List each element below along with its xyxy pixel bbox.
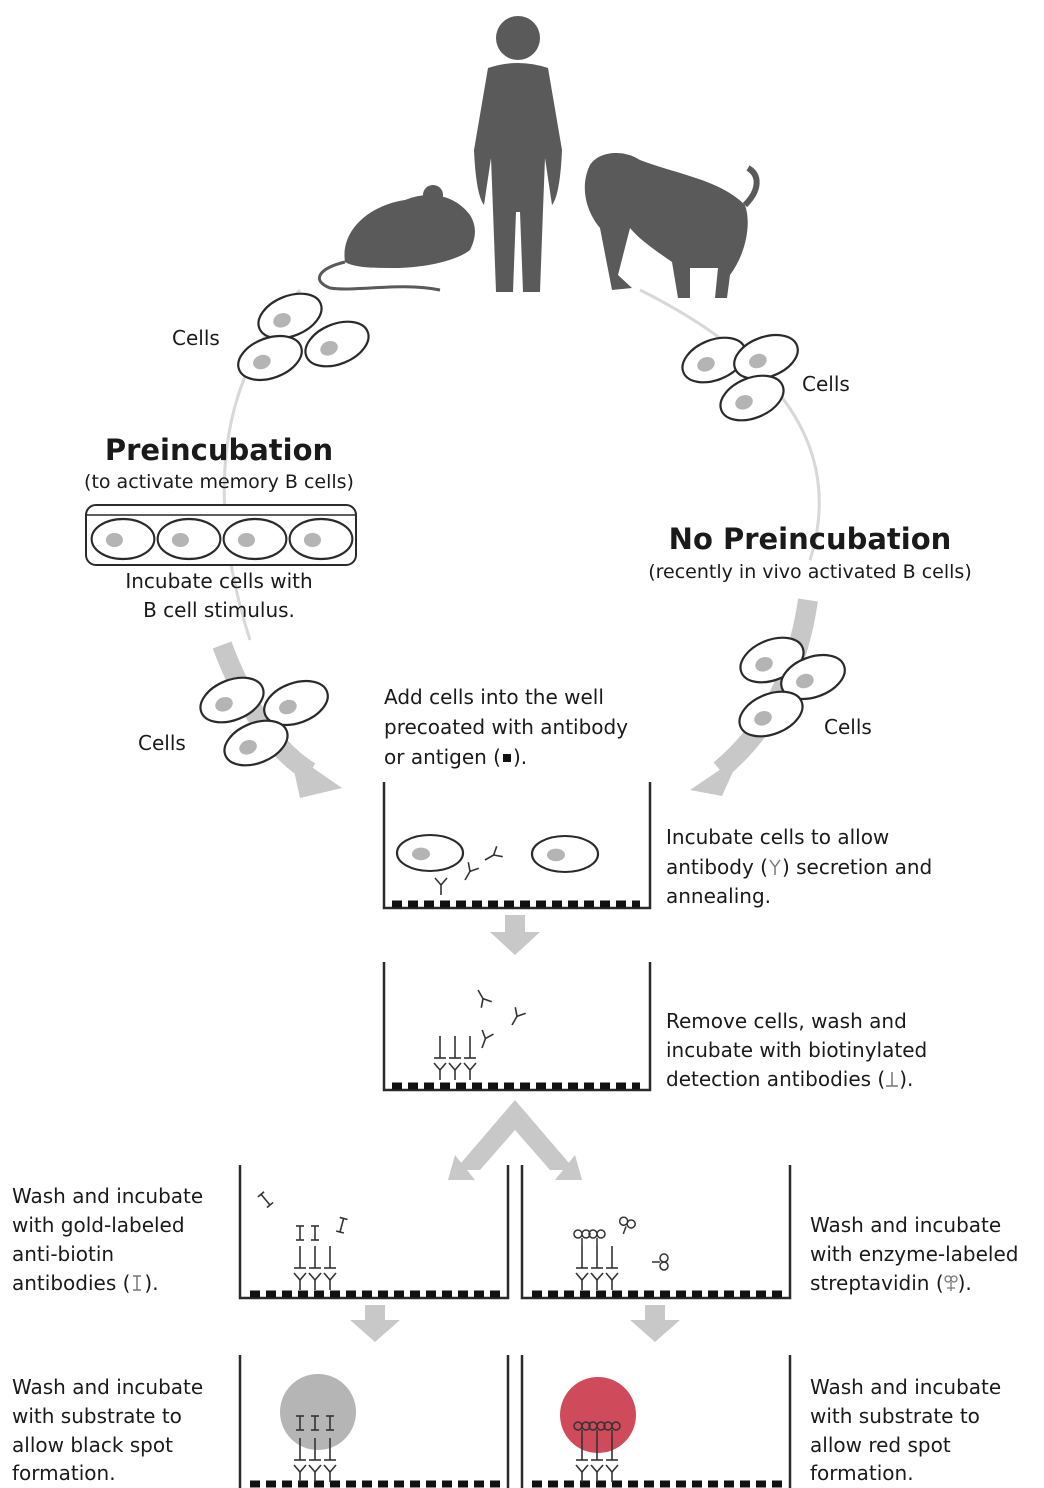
cells-label: Cells (824, 715, 872, 739)
cell-cluster-right-top (674, 325, 805, 431)
well-detection (382, 962, 652, 1092)
cells-label: Cells (138, 731, 186, 755)
arrow-split (448, 1100, 582, 1180)
enzyme-caption: Wash and incubate (810, 1213, 1002, 1237)
black-spot-caption: allow black spot (12, 1433, 173, 1457)
flow-arc (639, 288, 821, 561)
enzyme-caption: streptavidin (). (810, 1271, 972, 1295)
monkey-silhouette (584, 153, 760, 298)
remove-cells-caption: incubate with biotinylated (666, 1038, 928, 1062)
well-enzyme (520, 1165, 792, 1300)
add-cells-caption: precoated with antibody (384, 715, 629, 739)
black-spot-caption: Wash and incubate (12, 1375, 204, 1399)
add-cells-caption: or antigen (). (384, 745, 528, 769)
incubate-caption: annealing. (666, 884, 772, 908)
red-spot-caption: allow red spot (810, 1433, 951, 1457)
arrow-down-left (350, 1305, 400, 1342)
preincubation-caption: B cell stimulus. (143, 598, 295, 622)
streptavidin-icon (943, 1275, 958, 1291)
gold-antibody-icon (133, 1275, 142, 1291)
incubate-caption: Incubate cells to allow (666, 825, 890, 849)
gold-caption: anti-biotin (12, 1242, 115, 1266)
well-black-spot (238, 1355, 510, 1488)
black-spot-caption: formation. (12, 1461, 116, 1485)
no-preincubation-title: No Preincubation (668, 522, 952, 556)
antigen-square-icon (502, 754, 511, 762)
no-preincubation-subtitle: (recently in vivo activated B cells) (648, 561, 972, 583)
red-spot-caption: with substrate to (810, 1404, 980, 1428)
red-spot (560, 1377, 636, 1453)
well-incubate (382, 782, 652, 910)
arrow-down-1 (490, 915, 540, 955)
gold-caption: antibodies (). (12, 1271, 159, 1295)
detection-antibody-icon (886, 1072, 899, 1087)
incubate-caption: antibody () secretion and (666, 855, 933, 879)
cell-cluster-left-bottom (192, 667, 335, 776)
enzyme-caption: with enzyme-labeled (810, 1242, 1019, 1266)
cell-cluster-left-top (231, 283, 377, 390)
well-red-spot (520, 1355, 792, 1488)
well-gold (238, 1165, 510, 1300)
remove-cells-caption: detection antibodies (). (666, 1067, 914, 1091)
black-spot-caption: with substrate to (12, 1404, 182, 1428)
human-silhouette (474, 16, 562, 292)
black-spot (280, 1374, 356, 1450)
gold-caption: Wash and incubate (12, 1184, 204, 1208)
cells-label: Cells (802, 372, 850, 396)
arrow-down-right (630, 1305, 680, 1342)
red-spot-caption: formation. (810, 1461, 914, 1485)
remove-cells-caption: Remove cells, wash and (666, 1009, 907, 1033)
red-spot-caption: Wash and incubate (810, 1375, 1002, 1399)
preincubation-dish (85, 504, 357, 566)
add-cells-caption: Add cells into the well (384, 685, 604, 709)
cells-label: Cells (172, 326, 220, 350)
gold-caption: with gold-labeled (12, 1213, 185, 1237)
preincubation-title: Preincubation (104, 433, 334, 467)
antibody-icon (769, 859, 781, 875)
mouse-silhouette (317, 185, 475, 292)
preincubation-subtitle: (to activate memory B cells) (84, 471, 354, 493)
preincubation-caption: Incubate cells with (125, 569, 313, 593)
